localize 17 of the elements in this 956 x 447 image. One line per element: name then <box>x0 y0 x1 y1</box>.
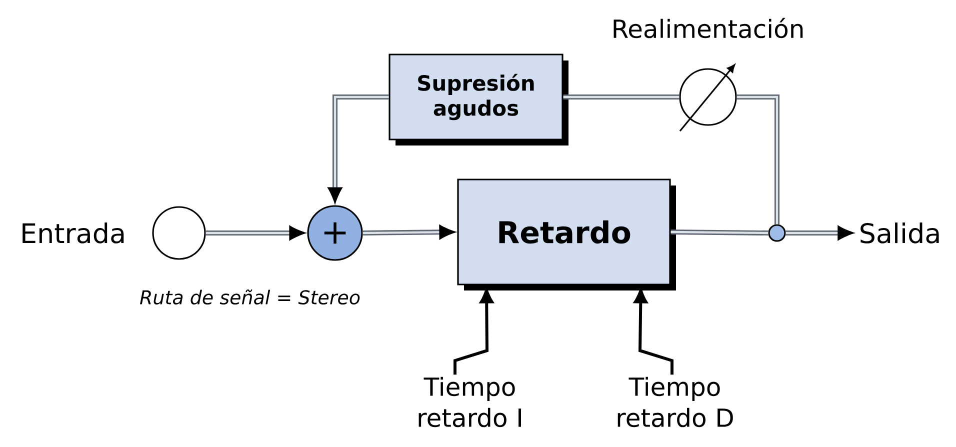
summing-junction: + <box>307 205 363 261</box>
control-label: Tiempo retardo I <box>418 376 521 428</box>
signal-label: Entrada <box>22 222 124 244</box>
delay-box: Retardo <box>457 178 676 290</box>
arrow <box>328 94 389 204</box>
filter-box: Supresión agudos <box>388 54 568 146</box>
control-caption: Realimentación <box>614 18 803 38</box>
arrow <box>206 226 306 240</box>
input-circle <box>152 206 206 260</box>
junction-dot <box>768 224 786 242</box>
signal-label: Salida <box>860 222 939 244</box>
arrow <box>362 224 456 240</box>
note-label: Ruta de señal = Stereo <box>140 289 360 304</box>
variable-control-symbol <box>679 64 737 132</box>
arrow <box>786 226 854 240</box>
arrow <box>454 289 494 375</box>
control-label: Tiempo retardo D <box>618 376 733 428</box>
